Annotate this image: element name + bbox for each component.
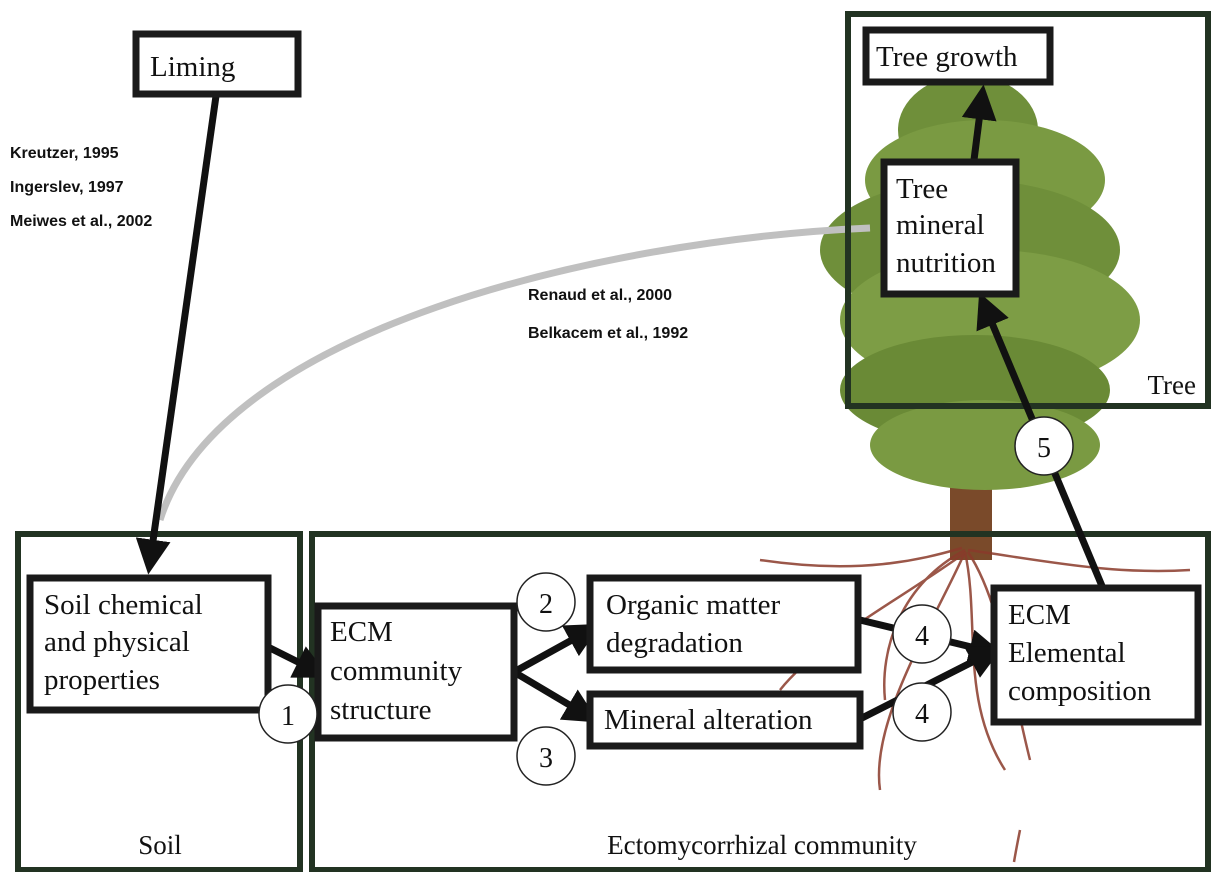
arrow-ecm-to-mineral xyxy=(512,668,599,723)
tree-mineral-label: Tree mineral nutrition xyxy=(896,173,996,279)
organic-matter-box: Organic matter degradation xyxy=(586,574,862,674)
tree-mineral-nutrition-box: Tree mineral nutrition xyxy=(880,158,1020,298)
liming-box: Liming xyxy=(132,30,302,98)
step-3: 3 xyxy=(516,726,576,786)
soil-properties-box: Soil chemical and physical properties xyxy=(26,574,272,714)
nutrition-feedback-arc xyxy=(156,224,871,522)
soil-region-label: Soil xyxy=(138,830,182,860)
svg-text:5: 5 xyxy=(1037,433,1051,464)
arrow-nutrition-to-growth xyxy=(961,84,997,161)
mineral-alteration-label: Mineral alteration xyxy=(604,704,813,736)
svg-text:2: 2 xyxy=(539,589,553,620)
ref-renaud: Renaud et al., 2000 xyxy=(528,287,672,304)
ecm-region-label: Ectomycorrhizal community xyxy=(607,830,917,860)
tree-region-label: Tree xyxy=(1147,370,1196,400)
svg-text:4: 4 xyxy=(915,621,929,652)
arrow-liming-to-soil xyxy=(135,95,220,575)
svg-text:4: 4 xyxy=(915,699,929,730)
step-2: 2 xyxy=(516,572,576,632)
liming-label: Liming xyxy=(150,51,235,83)
soil-properties-label: Soil chemical and physical properties xyxy=(44,589,210,696)
ecm-elemental-label: ECM Elemental composition xyxy=(1008,599,1152,707)
ecm-structure-label: ECM community structure xyxy=(330,616,469,726)
ref-belkacem: Belkacem et al., 1992 xyxy=(528,325,688,342)
svg-text:3: 3 xyxy=(539,743,553,774)
ref-meiwes: Meiwes et al., 2002 xyxy=(10,213,152,230)
step-1: 1 xyxy=(258,684,318,744)
mineral-alteration-box: Mineral alteration xyxy=(586,690,864,750)
liming-references: Kreutzer, 1995 Ingerslev, 1997 Meiwes et… xyxy=(10,145,152,230)
organic-matter-label: Organic matter degradation xyxy=(606,589,787,659)
ref-kreutzer: Kreutzer, 1995 xyxy=(10,145,119,162)
step-4-mineral: 4 xyxy=(892,682,952,742)
ecm-structure-box: ECM community structure xyxy=(314,602,518,742)
svg-text:1: 1 xyxy=(281,701,295,732)
tree-growth-label: Tree growth xyxy=(876,41,1018,73)
nutrition-references: Renaud et al., 2000 Belkacem et al., 199… xyxy=(528,287,688,342)
step-4-organic: 4 xyxy=(892,604,952,664)
step-5: 5 xyxy=(1014,416,1074,476)
arrow-soil-to-ecm xyxy=(268,644,330,678)
arrow-ecm-to-organic xyxy=(512,623,602,676)
ecm-elemental-box: ECM Elemental composition xyxy=(990,584,1202,726)
tree-growth-box: Tree growth xyxy=(862,26,1054,86)
ref-ingerslev: Ingerslev, 1997 xyxy=(10,179,124,196)
